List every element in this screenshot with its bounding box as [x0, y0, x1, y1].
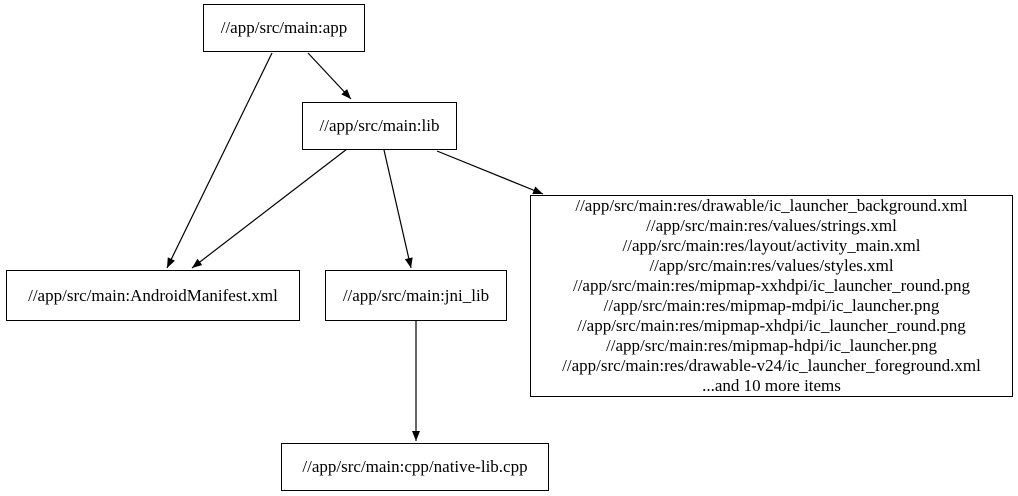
- node-lib-label: //app/src/main:lib: [319, 116, 440, 135]
- res-file-item: //app/src/main:res/mipmap-hdpi/ic_launch…: [606, 336, 937, 355]
- edge-lib-to-res-group: [436, 150, 544, 195]
- res-file-item: //app/src/main:res/layout/activity_main.…: [622, 236, 921, 255]
- node-app-label: //app/src/main:app: [220, 18, 348, 37]
- node-jni-lib: //app/src/main:jni_lib: [325, 270, 507, 321]
- res-file-item: //app/src/main:res/drawable/ic_launcher_…: [575, 196, 968, 215]
- res-file-item: //app/src/main:res/mipmap-xxhdpi/ic_laun…: [572, 276, 971, 295]
- edge-lib-to-manifest: [191, 148, 348, 269]
- node-app-target: //app/src/main:app: [203, 4, 365, 52]
- node-jni-lib-label: //app/src/main:jni_lib: [342, 285, 490, 305]
- res-file-item: //app/src/main:res/mipmap-xhdpi/ic_launc…: [577, 316, 966, 335]
- node-android-manifest-label: //app/src/main:AndroidManifest.xml: [28, 285, 278, 305]
- node-android-manifest: //app/src/main:AndroidManifest.xml: [6, 270, 300, 321]
- edge-app-to-lib: [307, 52, 352, 100]
- res-file-item: //app/src/main:res/values/styles.xml: [649, 256, 894, 275]
- res-file-item: //app/src/main:res/mipmap-mdpi/ic_launch…: [603, 296, 940, 315]
- res-more-items-label: ...and 10 more items: [702, 376, 841, 395]
- edge-lib-to-jni-lib: [383, 149, 413, 269]
- node-native-lib-cpp: //app/src/main:cpp/native-lib.cpp: [281, 443, 549, 491]
- res-file-item: //app/src/main:res/drawable-v24/ic_launc…: [562, 356, 981, 375]
- res-file-item: //app/src/main:res/values/strings.xml: [646, 216, 897, 235]
- node-native-lib-cpp-label: //app/src/main:cpp/native-lib.cpp: [302, 457, 528, 476]
- node-res-file-group: //app/src/main:res/drawable/ic_launcher_…: [530, 195, 1013, 397]
- node-lib-target: //app/src/main:lib: [302, 102, 457, 150]
- edge-app-to-manifest: [166, 52, 273, 269]
